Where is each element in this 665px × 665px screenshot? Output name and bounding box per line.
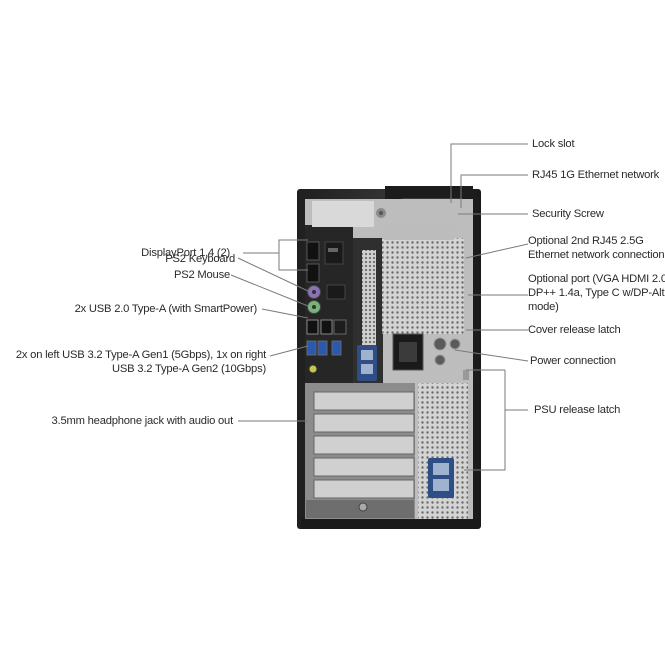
label-cover-release: Cover release latch — [528, 324, 621, 336]
expansion-slot-1 — [313, 391, 415, 411]
displayport-1 — [306, 241, 320, 261]
usb3-port-2 — [317, 340, 328, 356]
usb3-port-3 — [331, 340, 342, 356]
label-rj45-25g-line2: Ethernet network connection — [528, 249, 665, 261]
usb3-port-1 — [306, 340, 317, 356]
label-usb32-line1: 2x on left USB 3.2 Type-A Gen1 (5Gbps), … — [15, 349, 266, 361]
label-rj45-1g: RJ45 1G Ethernet network — [532, 169, 660, 181]
label-usb32-line2: USB 3.2 Type-A Gen2 (10Gbps) — [111, 363, 266, 375]
expansion-slot-3 — [313, 435, 415, 455]
label-displayport: DisplayPort 1.4 (2) — [141, 247, 230, 259]
left-leader-lines — [230, 239, 309, 422]
label-usb2: 2x USB 2.0 Type-A (with SmartPower) — [74, 303, 258, 315]
right-leader-lines — [450, 143, 529, 471]
label-ps2-mouse: PS2 Mouse — [173, 269, 230, 281]
label-rj45-25g-line1: Optional 2nd RJ45 2.5G — [528, 235, 644, 247]
label-psu-release: PSU release latch — [534, 404, 621, 416]
label-headphone: 3.5mm headphone jack with audio out — [51, 415, 234, 427]
displayport-2 — [306, 263, 320, 283]
label-power-connection: Power connection — [530, 355, 616, 367]
label-ps2-keyboard: PS2 Keyboard — [165, 253, 235, 265]
usb2-port-1 — [306, 319, 319, 335]
expansion-slot-4 — [313, 457, 415, 477]
usb2-port-2 — [320, 319, 333, 335]
label-optional-port-line3: mode) — [528, 301, 559, 313]
expansion-slot-2 — [313, 413, 415, 433]
label-security-screw: Security Screw — [532, 208, 604, 220]
headphone-jack — [308, 364, 318, 374]
label-optional-port-line2: DP++ 1.4a, Type C w/DP-Alt — [528, 287, 665, 299]
label-lock-slot: Lock slot — [532, 138, 575, 150]
expansion-slot-5 — [313, 479, 415, 499]
psu-vent — [382, 238, 464, 334]
psu-lower — [418, 383, 468, 519]
label-optional-port-line1: Optional port (VGA HDMI 2.0, — [528, 273, 665, 285]
